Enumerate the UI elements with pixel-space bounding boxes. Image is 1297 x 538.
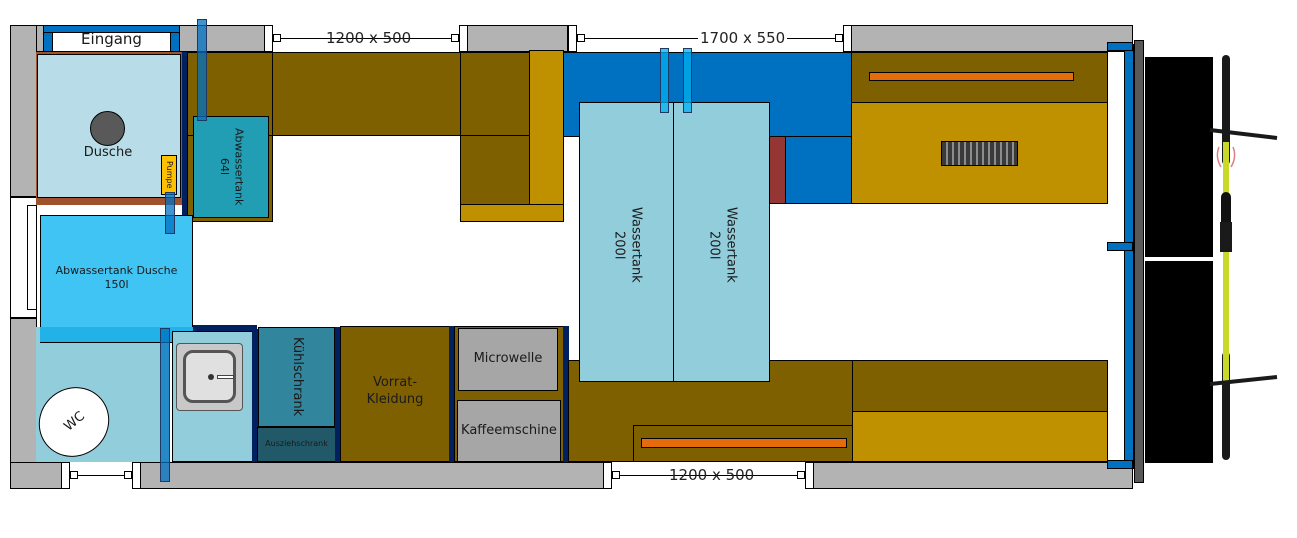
water-tank-1 <box>579 102 674 382</box>
wall-top-mid <box>460 25 568 52</box>
microwave <box>458 328 558 391</box>
window-bottom-post-a <box>603 462 612 489</box>
waste-tank-64 <box>193 116 269 218</box>
rear-door-hinge-top <box>1107 42 1133 51</box>
bed-bottom-top <box>852 360 1108 412</box>
window-bottom-dimension: 1200 x 500 <box>669 466 755 484</box>
sink-drain <box>208 374 214 380</box>
entrance-label: Eingang <box>81 30 142 49</box>
water-tank-2 <box>673 102 770 382</box>
rear-door-hinge-bottom <box>1107 460 1133 469</box>
led-strip-top <box>869 72 1074 81</box>
coffee-machine <box>457 400 561 462</box>
wall-bottom-right <box>810 462 1133 489</box>
pipe-waste-top <box>197 19 207 121</box>
bike-handlebar-top <box>1209 128 1278 140</box>
fridge-label: Kühlschrank <box>289 337 305 417</box>
pantry-label: Vorrat- Kleidung <box>366 375 424 407</box>
microwave-label: Microwelle <box>473 351 543 367</box>
keyboard-icon <box>941 141 1018 166</box>
bike-rack-top <box>1145 57 1213 257</box>
seat-top-mid-b <box>460 135 530 205</box>
window-top-right-post-b <box>843 25 852 52</box>
coffee-machine-label: Kaffeemschine <box>461 422 557 438</box>
bike-seatpost <box>1220 222 1232 252</box>
cabinet-top-long <box>272 52 461 136</box>
bike-front-wheel <box>1222 55 1230 165</box>
water-tank-2-label: Wassertank 200l <box>706 207 739 283</box>
waste-tank-64-label: Abwassertank 64l <box>218 128 246 206</box>
shower-drain-icon <box>90 111 125 146</box>
fridge <box>258 327 335 427</box>
window-top-left-dimension: 1200 x 500 <box>326 29 412 47</box>
wall-bottom-left <box>10 462 65 489</box>
shower-label: Dusche <box>83 144 133 160</box>
bed-bottom <box>852 411 1108 462</box>
led-strip-bottom <box>641 438 847 448</box>
window-top-right-dimension: 1700 x 550 <box>698 29 788 47</box>
water-tank-1-label: Wassertank 200l <box>611 207 644 283</box>
rear-door[interactable] <box>1124 44 1134 469</box>
pipe-water-fill-1 <box>660 48 669 113</box>
pullout-cabinet-label: Ausziehschrank <box>265 439 328 449</box>
bike-frame <box>1223 142 1229 382</box>
bike-handlebar-bottom <box>1209 375 1278 386</box>
appliance-wall-right <box>563 326 569 462</box>
wall-left-lower <box>10 318 37 489</box>
window-left-frame <box>27 205 37 310</box>
brick-panel <box>769 136 786 204</box>
pipe-water-fill-2 <box>683 48 692 113</box>
window-bottom-post-b <box>805 462 814 489</box>
wall-bottom-mid <box>136 462 612 489</box>
wall-top-right <box>846 25 1133 52</box>
pump-label: Pumpe <box>165 161 175 189</box>
entrance-frame-top <box>43 25 180 33</box>
bike-brake-cable-left <box>1216 146 1222 168</box>
fridge-wall-right <box>335 327 341 462</box>
pantry-wall-right <box>449 326 455 462</box>
bike-brake-cable-right <box>1230 146 1236 168</box>
shower-wall <box>182 52 188 220</box>
kitchen-wall-top <box>193 325 257 331</box>
pipe-bath <box>160 328 170 482</box>
kitchen-wall-right <box>252 329 258 462</box>
shower-waste-tank <box>40 215 193 343</box>
seat-top-mid-a <box>460 52 530 136</box>
pipe-pump <box>165 192 175 234</box>
window-top-right-post-a <box>568 25 577 52</box>
sink-faucet <box>217 375 234 379</box>
pantry <box>340 326 450 462</box>
window-bottom-wc-post-b <box>132 462 141 489</box>
rear-bumper <box>1134 40 1144 483</box>
wall-left-upper <box>10 25 37 197</box>
bike-rack-bottom <box>1145 261 1213 463</box>
shower-tank-overlap <box>40 327 193 343</box>
seat-top-mid-base <box>460 204 564 222</box>
window-bottom-wc-post-a <box>61 462 70 489</box>
blue-bench-lower <box>785 136 852 204</box>
window-top-left-post-a <box>264 25 273 52</box>
seat-top-mid-back <box>529 50 564 205</box>
bicycle-icon <box>1209 55 1278 460</box>
window-top-left-post-b <box>459 25 468 52</box>
shower-waste-tank-label: Abwassertank Dusche 150l <box>55 263 178 291</box>
rear-door-hinge-mid <box>1107 242 1133 251</box>
sink-icon <box>176 343 243 411</box>
pullout-cabinet <box>257 427 336 462</box>
